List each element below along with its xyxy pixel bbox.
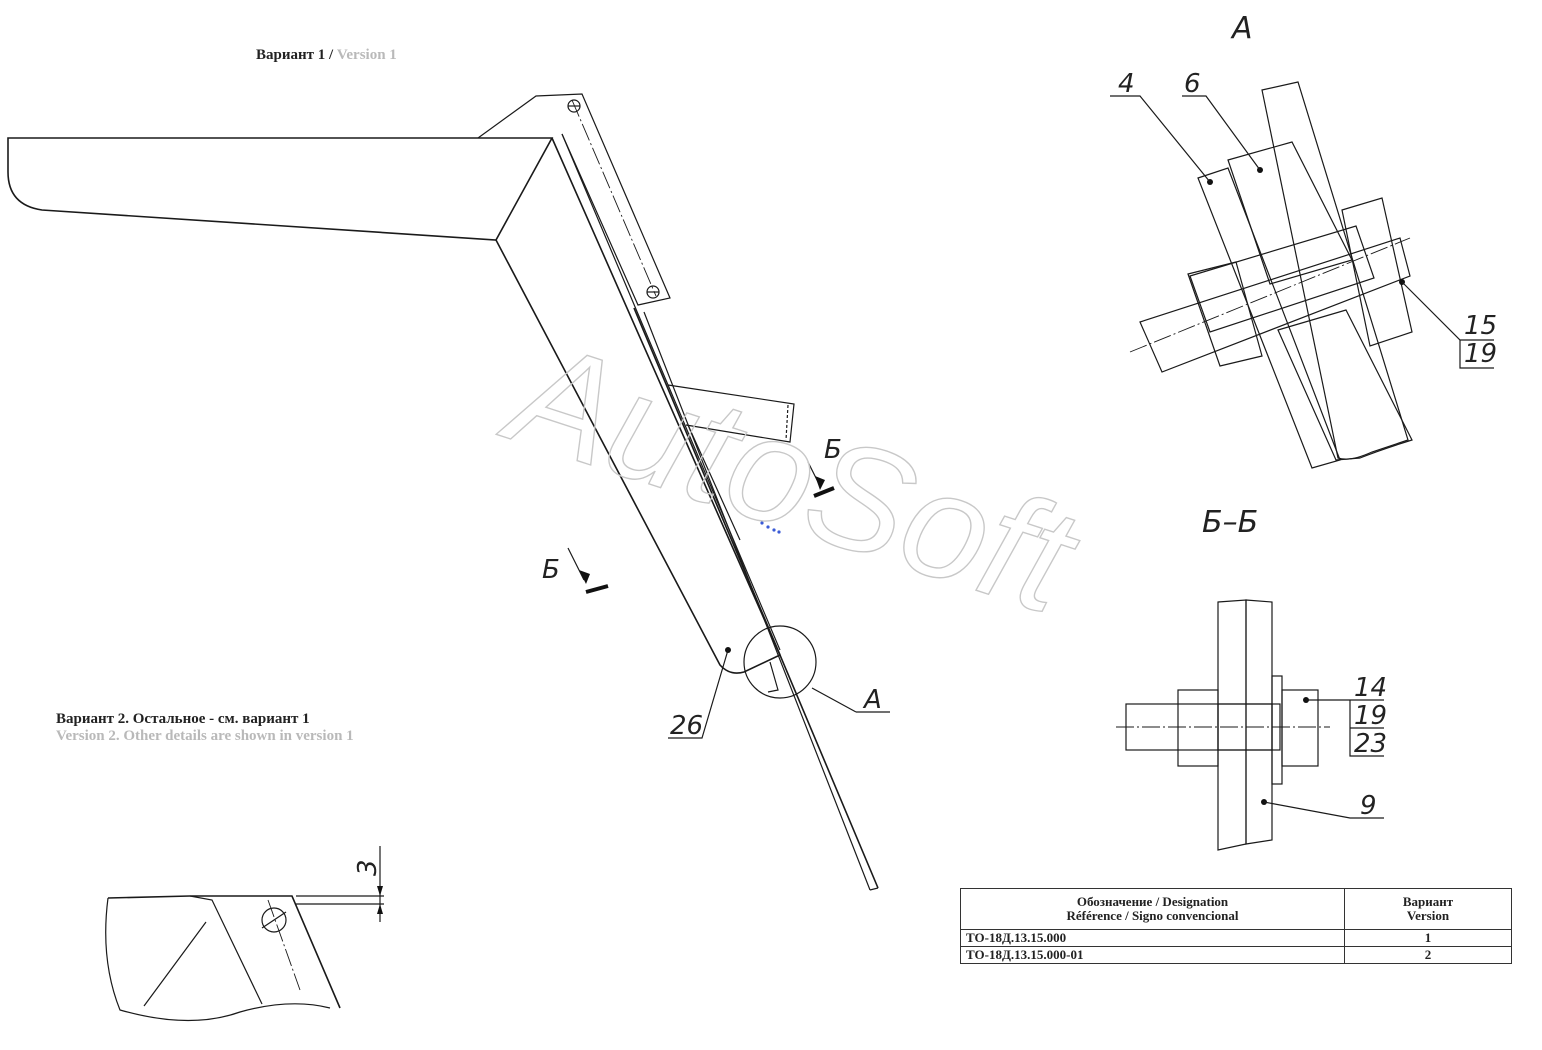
variant2-ru: Вариант 2. Остальное - см. вариант 1 xyxy=(56,711,310,727)
table-row: ТО-18Д.13.15.000-01 2 xyxy=(960,946,1512,964)
diagonal-body xyxy=(495,137,782,674)
designation-cell: ТО-18Д.13.15.000 xyxy=(960,929,1345,947)
callout-15: 15 xyxy=(1464,311,1497,341)
variant2-caption: Вариант 2. Остальное - см. вариант 1 Ver… xyxy=(56,711,354,745)
version2-fragment xyxy=(105,846,384,1022)
callout-4: 4 xyxy=(1118,69,1135,99)
variant1-ru: Вариант 1 / xyxy=(256,47,334,63)
main-view xyxy=(7,93,890,891)
section-b-title: Б–Б xyxy=(1202,505,1258,540)
variant2-en: Version 2. Other details are shown in ve… xyxy=(56,728,354,744)
callout-14: 14 xyxy=(1354,673,1387,703)
bracket-axis xyxy=(571,99,657,297)
section-mark-left: Б xyxy=(542,555,560,585)
callout-9: 9 xyxy=(1360,791,1377,821)
side-tab xyxy=(667,384,795,443)
table-header-row: Обозначение / Designation Référence / Si… xyxy=(960,888,1512,930)
variant-cell: 2 xyxy=(1344,946,1512,964)
section-mark-right: Б xyxy=(824,435,842,465)
designation-cell: ТО-18Д.13.15.000-01 xyxy=(960,946,1345,964)
callout-23: 23 xyxy=(1354,729,1387,759)
table-row: ТО-18Д.13.15.000 1 xyxy=(960,929,1512,947)
detail-a-circle xyxy=(743,625,817,699)
variant-header: Вариант Version xyxy=(1344,888,1512,930)
callout-6: 6 xyxy=(1184,69,1201,99)
detail-a-view xyxy=(1110,81,1494,469)
callout-19-a: 19 xyxy=(1464,339,1497,369)
designation-header: Обозначение / Designation Référence / Si… xyxy=(960,888,1345,930)
detail-a-title: A xyxy=(1230,11,1253,46)
variant1-caption: Вариант 1 / Version 1 xyxy=(256,47,397,64)
designation-table: Обозначение / Designation Référence / Si… xyxy=(960,888,1512,964)
callout-26: 26 xyxy=(670,711,703,741)
variant-cell: 1 xyxy=(1344,929,1512,947)
upper-arm xyxy=(7,137,554,241)
bolt-icon xyxy=(261,907,287,933)
variant1-en: Version 1 xyxy=(336,47,397,63)
section-b-view xyxy=(1116,599,1384,851)
watermark: AutoSoft xyxy=(486,305,1098,647)
dimension-3: 3 xyxy=(353,859,383,876)
detail-mark-a: A xyxy=(862,685,882,715)
callout-19-b: 19 xyxy=(1354,701,1387,731)
